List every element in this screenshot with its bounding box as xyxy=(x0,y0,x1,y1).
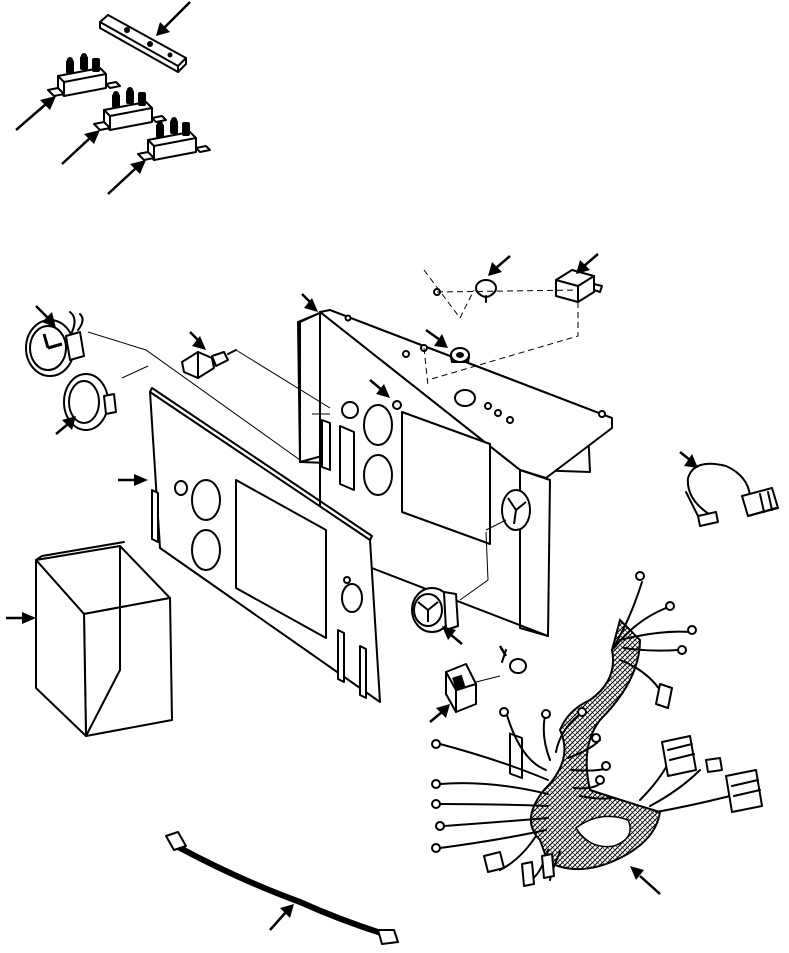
leader-lines xyxy=(87,269,579,683)
arrow-lamp-2 xyxy=(498,645,508,657)
callout-arrows xyxy=(6,1,698,931)
arrow-lamp xyxy=(425,328,448,348)
indicator-lamp xyxy=(450,347,470,363)
gauge-bezel xyxy=(63,373,117,431)
arrow-breaker-1 xyxy=(15,96,56,131)
gauge-with-leads xyxy=(25,311,85,377)
ground-cable xyxy=(165,831,399,945)
circuit-breaker-2 xyxy=(93,86,167,131)
arrow-ground-cable xyxy=(269,904,294,931)
pressure-switch xyxy=(181,349,237,379)
arrow-jumper xyxy=(679,451,698,468)
panel-overlay xyxy=(149,387,381,703)
arrow-panel xyxy=(301,293,318,312)
jumper-harness xyxy=(685,462,779,527)
monitor-module xyxy=(35,541,173,737)
arrow-socket xyxy=(369,379,390,398)
arrow-monitor xyxy=(6,612,36,624)
front-gauge xyxy=(411,489,531,633)
mounting-strip xyxy=(99,14,187,73)
horn-switch xyxy=(475,279,497,303)
arrow-relay xyxy=(576,253,599,274)
rocker-switch xyxy=(445,649,527,713)
arrow-harness xyxy=(630,866,661,895)
arrow-gauge-bezel xyxy=(55,416,76,435)
arrow-overlay xyxy=(118,474,148,486)
arrow-rocker xyxy=(429,704,450,723)
circuit-breaker-1 xyxy=(47,52,121,97)
arrow-pressure-switch xyxy=(189,331,206,350)
arrow-breaker-2 xyxy=(61,130,100,165)
arrow-mounting-strip xyxy=(156,1,191,36)
relay-block xyxy=(555,269,603,303)
main-harness xyxy=(431,571,763,887)
arrow-gauge-leads xyxy=(35,305,56,328)
arrow-horn-switch xyxy=(488,255,511,276)
arrow-front-gauge xyxy=(442,626,463,645)
arrow-breaker-3 xyxy=(107,160,146,195)
